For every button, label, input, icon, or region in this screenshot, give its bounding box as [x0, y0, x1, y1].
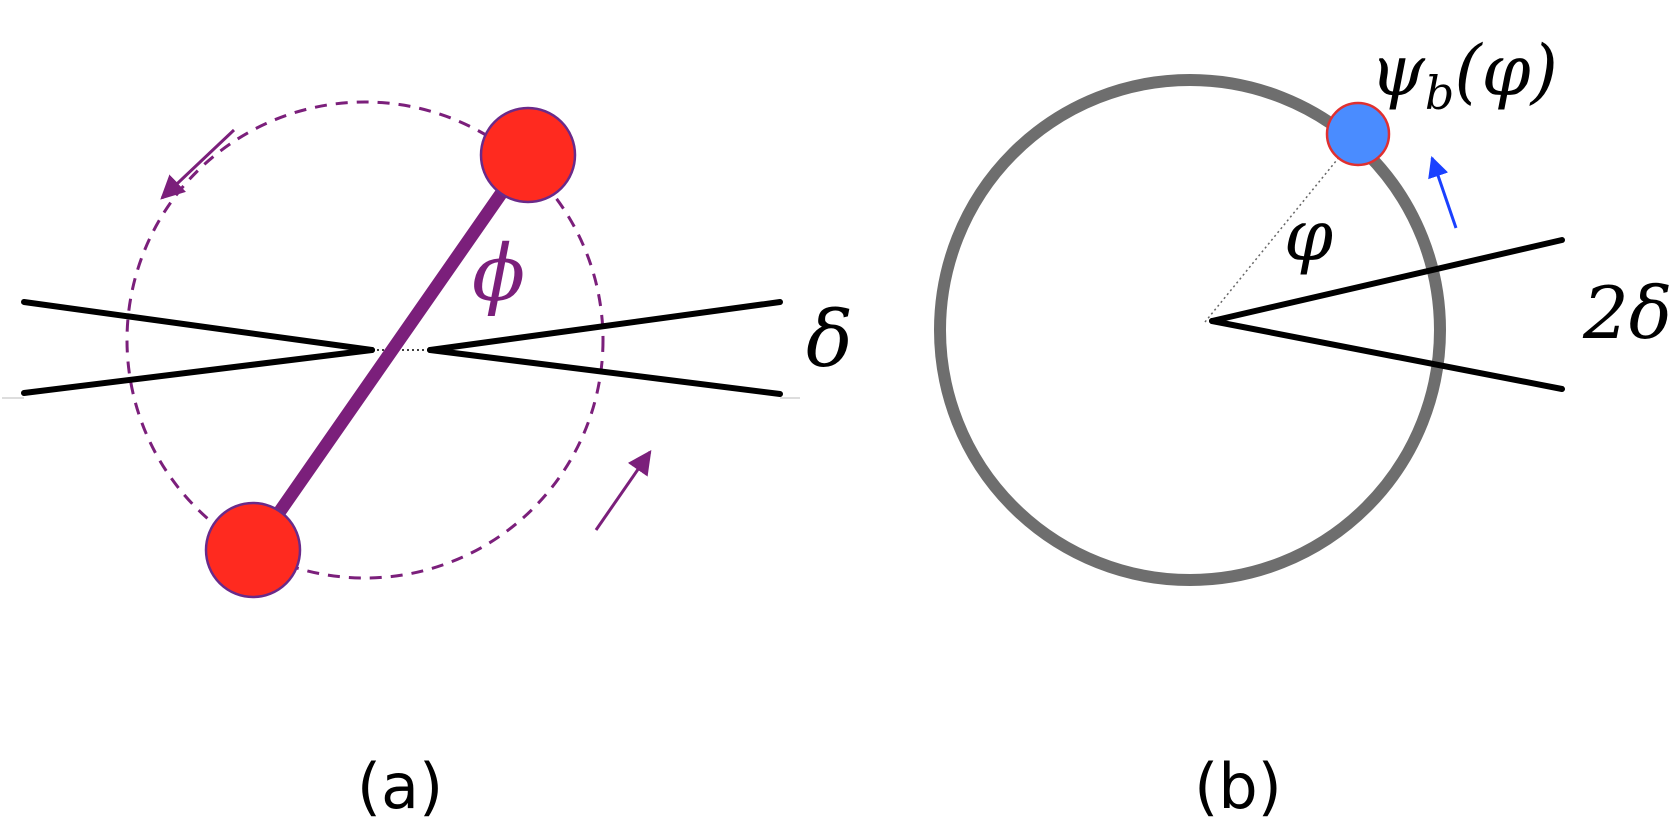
caption-b: (b): [1194, 750, 1282, 823]
phi-angle-label: ϕ: [472, 229, 525, 319]
direction-arrow: [1428, 156, 1458, 229]
ring-circle: [934, 74, 1446, 586]
wavefunction-subscript: b: [1425, 66, 1454, 120]
panel-a: ϕ δ (a): [2, 100, 853, 823]
radius-dotted-line: [1204, 133, 1359, 323]
wedge-b: [1209, 237, 1565, 392]
particle-dot: [1325, 101, 1391, 167]
wedge-left: [21, 299, 375, 396]
wedge-right: [427, 299, 783, 397]
rotor-rod: [246, 148, 535, 557]
panel-b: φ ψb(φ) 2δ (b): [934, 30, 1672, 823]
wavefunction-label: ψb(φ): [1370, 30, 1558, 120]
wavefunction-symbol: ψ: [1370, 30, 1426, 112]
rotation-arrow-top-left: [160, 128, 236, 200]
dashed-orbit-circle: [125, 100, 605, 580]
two-delta-label: 2δ: [1582, 271, 1672, 355]
rotor-ball-bottom: [204, 501, 302, 599]
delta-label: δ: [806, 295, 853, 385]
rotor-ball-top: [479, 106, 577, 204]
wavefunction-argument: (φ): [1454, 30, 1558, 112]
rotation-arrow-bottom-right: [594, 450, 652, 531]
varphi-angle-label: φ: [1284, 195, 1333, 277]
caption-a: (a): [357, 750, 443, 823]
